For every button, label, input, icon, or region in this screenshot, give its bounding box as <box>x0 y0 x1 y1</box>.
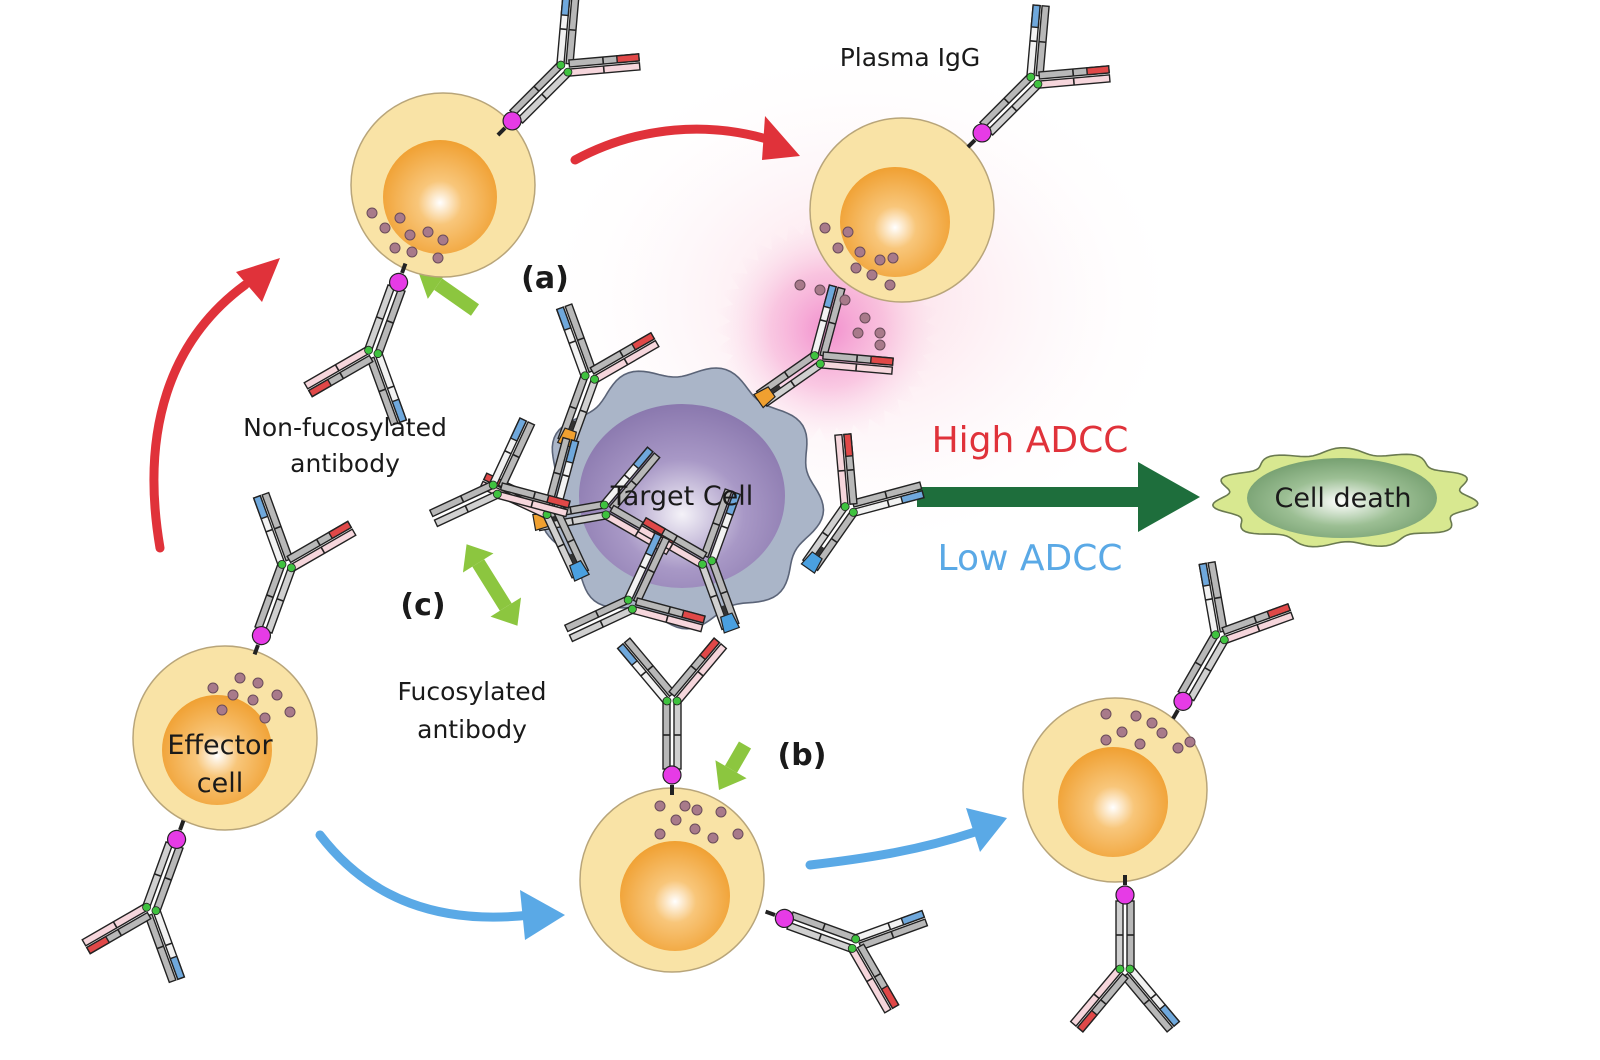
granule <box>859 312 871 324</box>
blue-arrowhead-left <box>520 890 565 940</box>
granule <box>839 294 851 306</box>
cell-death-label: Cell death <box>1274 483 1411 514</box>
granule <box>389 242 401 254</box>
granule <box>814 284 826 296</box>
granule <box>1100 708 1112 720</box>
granule <box>794 279 806 291</box>
non-fucosylated-label-line1: Non-fucosylated <box>243 413 447 442</box>
granule <box>887 252 899 264</box>
cytotoxic-granules <box>207 207 1196 844</box>
low-adcc-label: Low ADCC <box>938 538 1123 579</box>
effector-cell-label-line2: cell <box>197 768 243 799</box>
effector-cell-b <box>579 787 765 973</box>
granule <box>850 262 862 274</box>
effector-cell-killing <box>809 117 995 303</box>
granule <box>689 823 701 835</box>
granule <box>654 828 666 840</box>
red-arrowhead-top <box>762 116 800 160</box>
fucosylated-label-line1: Fucosylated <box>397 677 546 706</box>
receptor-antibody-b-right <box>747 861 932 1017</box>
target-cell-nucleus <box>579 404 785 588</box>
granule <box>1156 727 1168 739</box>
cell-death-nucleus <box>1247 458 1437 538</box>
granule <box>234 672 246 684</box>
granule <box>1172 742 1184 754</box>
granule <box>437 234 449 246</box>
effector-cell-label-line1: Effector <box>167 730 273 761</box>
non-fucosylated-label-line2: antibody <box>290 449 400 478</box>
granule <box>854 246 866 258</box>
granule <box>884 279 896 291</box>
target-cell-label: Target Cell <box>610 481 754 512</box>
granule <box>874 327 886 339</box>
granule <box>227 689 239 701</box>
receptor-antibody-b-top <box>618 638 727 795</box>
granule <box>284 706 296 718</box>
granule <box>271 689 283 701</box>
blue-arrowhead-right <box>966 808 1007 852</box>
granule <box>366 207 378 219</box>
effector-cell-origin <box>132 645 318 831</box>
granule <box>707 832 719 844</box>
granule <box>819 222 831 234</box>
granule <box>852 327 864 339</box>
granule <box>874 254 886 266</box>
granule <box>247 694 259 706</box>
high-adcc-curve-arrow-top <box>570 124 775 165</box>
target-cell <box>541 367 825 630</box>
granule <box>422 226 434 238</box>
granule <box>866 269 878 281</box>
step-b-label: (b) <box>778 738 827 773</box>
granule <box>207 682 219 694</box>
green-arrow-c-double <box>462 544 522 626</box>
granule <box>1130 710 1142 722</box>
red-arrowhead-left <box>236 258 280 302</box>
granule <box>874 339 886 351</box>
high-adcc-curve-arrow-left <box>149 280 250 553</box>
green-arrow-b <box>715 741 752 791</box>
step-a-label: (a) <box>521 261 569 296</box>
low-adcc-curve-arrow-right <box>805 827 980 870</box>
granule <box>406 246 418 258</box>
granule <box>432 252 444 264</box>
granule <box>832 242 844 254</box>
granule <box>842 226 854 238</box>
plasma-igg-label: Plasma IgG <box>840 43 981 72</box>
granule <box>379 222 391 234</box>
receptor-antibody-low-bottom <box>1071 875 1180 1032</box>
granule <box>1184 736 1196 748</box>
granule <box>670 814 682 826</box>
granule <box>715 806 727 818</box>
granule <box>1100 734 1112 746</box>
granule <box>216 704 228 716</box>
granule <box>252 677 264 689</box>
step-c-label: (c) <box>400 588 445 623</box>
granule <box>1116 726 1128 738</box>
granule <box>404 229 416 241</box>
granule <box>654 800 666 812</box>
main-arrow-head <box>1138 462 1200 532</box>
effector-cell-a <box>350 92 536 278</box>
low-adcc-curve-arrow-left <box>315 830 535 922</box>
effector-cell-low <box>1022 697 1208 883</box>
granule <box>259 712 271 724</box>
granule <box>732 828 744 840</box>
granule <box>394 212 406 224</box>
cell-death <box>1211 447 1479 548</box>
granule <box>1146 717 1158 729</box>
main-arrow-shaft <box>917 487 1142 507</box>
high-adcc-label: High ADCC <box>932 420 1129 461</box>
granule <box>679 800 691 812</box>
fucosylated-label-line2: antibody <box>417 715 527 744</box>
granule <box>691 804 703 816</box>
granule <box>1134 738 1146 750</box>
